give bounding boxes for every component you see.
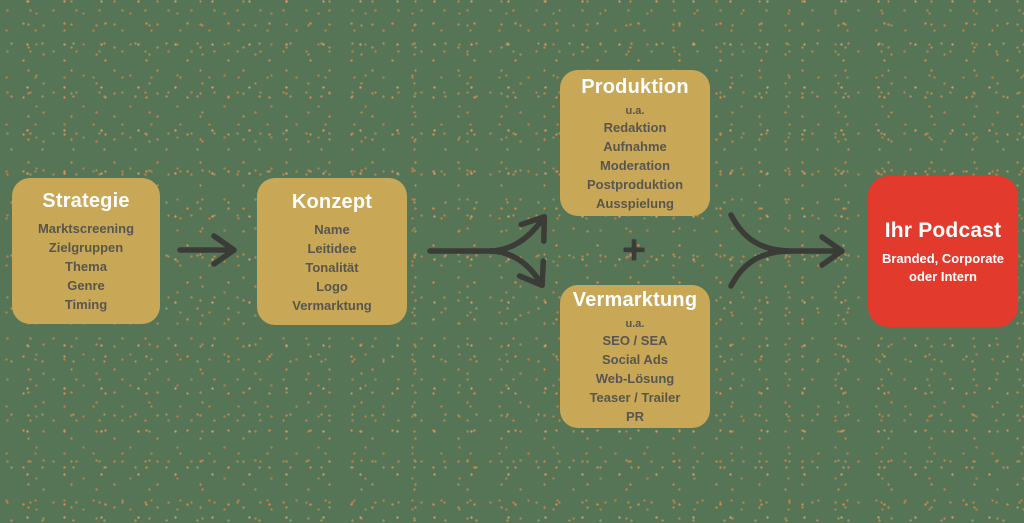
arrow-merge-from-produktion: [728, 212, 791, 254]
box-title: Ihr Podcast: [884, 218, 1002, 242]
box-ihr-podcast: Ihr Podcast Branded, Corporate oder Inte…: [868, 176, 1018, 327]
box-item: Leitidee: [307, 240, 357, 256]
box-item: Logo: [316, 278, 348, 294]
box-item: Genre: [67, 278, 105, 293]
arrow-fork-to-produktion: [488, 214, 548, 254]
box-item: Moderation: [599, 157, 671, 173]
box-item: Postproduktion: [586, 176, 684, 192]
box-note: u.a.: [625, 104, 645, 117]
box-item: Marktscreening: [37, 221, 135, 236]
box-produktion: Produktion u.a. Redaktion Aufnahme Moder…: [560, 70, 710, 216]
box-item: SEO / SEA: [602, 333, 668, 348]
box-note: u.a.: [625, 318, 645, 330]
box-title: Produktion: [581, 75, 689, 98]
plus-connector: +: [621, 226, 647, 273]
box-item: Aufnahme: [603, 138, 667, 154]
box-item: Web-Lösung: [595, 371, 675, 386]
box-item: Tonalität: [305, 259, 359, 275]
box-item: PR: [625, 409, 645, 424]
box-item: Social Ads: [602, 352, 668, 367]
box-title: Konzept: [291, 190, 373, 213]
arrow-merge-from-vermarktung: [728, 248, 791, 289]
box-title: Vermarktung: [572, 289, 698, 311]
box-item: Ausspielung: [595, 195, 674, 211]
arrow-fork-to-vermarktung: [488, 248, 547, 289]
box-konzept: Konzept Name Leitidee Tonalität Logo Ver…: [257, 178, 407, 325]
box-item: Thema: [65, 259, 107, 274]
box-vermarktung: Vermarktung u.a. SEO / SEA Social Ads We…: [560, 285, 710, 428]
box-strategie: Strategie Marktscreening Zielgruppen The…: [12, 178, 160, 324]
box-item: Timing: [64, 297, 108, 312]
box-title: Strategie: [42, 190, 130, 212]
box-item: Teaser / Trailer: [589, 390, 681, 405]
box-item: Name: [314, 221, 350, 237]
box-item: Redaktion: [603, 119, 667, 135]
box-subtitle: Branded, Corporate oder Intern: [881, 250, 1005, 284]
box-item: Zielgruppen: [48, 240, 124, 255]
box-item: Vermarktung: [292, 297, 372, 313]
